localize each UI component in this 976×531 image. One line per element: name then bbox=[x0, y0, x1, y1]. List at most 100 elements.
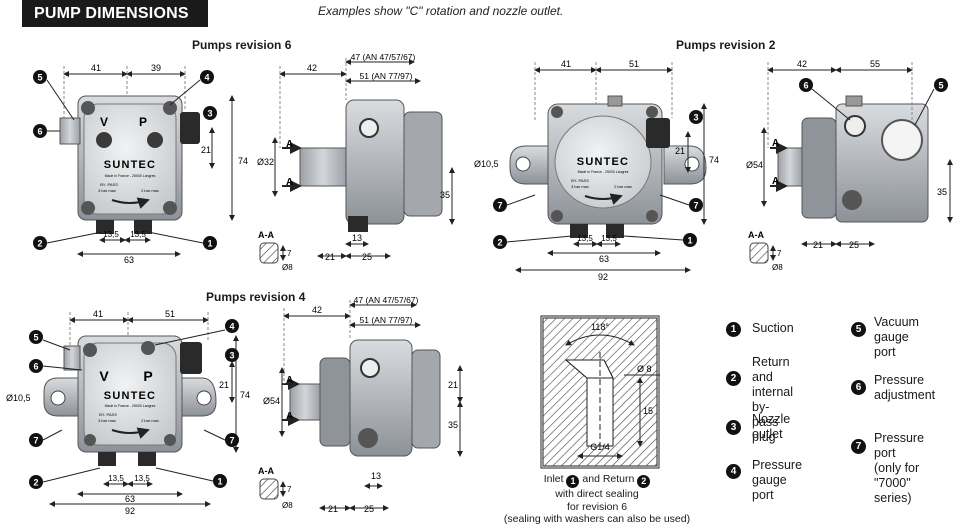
rev6-right-bar: 2 bar max bbox=[141, 188, 159, 193]
rev6-dim-21: 21 bbox=[201, 145, 211, 155]
rev4-left-bar: 3 bar max bbox=[98, 418, 116, 423]
section-title-rev6: Pumps revision 6 bbox=[192, 38, 292, 52]
rev2-aa-d8: Ø8 bbox=[772, 263, 783, 272]
rev4-aa-label: A-A bbox=[258, 466, 274, 476]
rev6-arrow-a1: A bbox=[286, 139, 293, 150]
rev2-side-25: 25 bbox=[849, 240, 859, 250]
rev6-side-51: 51 (AN 77/97) bbox=[360, 71, 413, 81]
rev4-dim-51: 51 bbox=[165, 309, 175, 319]
rev6-side-35: 35 bbox=[440, 190, 450, 200]
rev2-side-21: 21 bbox=[813, 240, 823, 250]
rev6-callouts: 5 6 4 3 2 1 bbox=[33, 70, 217, 250]
rev6-dim-41: 41 bbox=[91, 63, 101, 73]
svg-text:6: 6 bbox=[803, 81, 808, 91]
svg-text:5: 5 bbox=[33, 333, 38, 343]
svg-text:7: 7 bbox=[693, 201, 698, 211]
svg-text:6: 6 bbox=[33, 362, 38, 372]
rev6-dim-135b: 13,5 bbox=[130, 230, 146, 239]
rev4-side-25: 25 bbox=[364, 504, 374, 514]
rev2-bypass: BY- PASS bbox=[571, 178, 589, 183]
page-title: PUMP DIMENSIONS bbox=[22, 0, 208, 27]
rev6-aa-label: A-A bbox=[258, 230, 274, 240]
legend-text-nozzle: Nozzle outlet bbox=[752, 412, 791, 441]
legend-number-1: 1 bbox=[726, 322, 741, 337]
rev4-side-47: 47 (AN 47/57/67) bbox=[354, 295, 419, 305]
rev4-arrow-a1: A bbox=[286, 375, 293, 386]
rev2-dim-51: 51 bbox=[629, 59, 639, 69]
inlet-note-line2: with direct sealing bbox=[555, 488, 639, 500]
legend-number-2: 2 bbox=[726, 371, 741, 386]
rev6-dim-74: 74 bbox=[238, 156, 248, 166]
svg-text:5: 5 bbox=[938, 81, 943, 91]
rev2-side-callouts: 6 5 bbox=[799, 78, 948, 126]
rev4-right-bar: 2 bar max bbox=[141, 418, 159, 423]
rev2-callouts: 3 7 7 2 1 bbox=[493, 110, 703, 249]
rev6-dim-63: 63 bbox=[124, 255, 134, 265]
rev6-side-47: 47 (AN 47/57/67) bbox=[351, 52, 416, 62]
legend-number-6: 6 bbox=[851, 380, 866, 395]
inlet-note-pre: Inlet bbox=[543, 473, 564, 485]
svg-text:2: 2 bbox=[497, 238, 502, 248]
section-title-rev2: Pumps revision 2 bbox=[676, 38, 776, 52]
inlet-note-line4: (sealing with washers can also be used) bbox=[503, 513, 691, 525]
rev4-dim-135a: 13,5 bbox=[108, 474, 124, 483]
return-number-icon: 2 bbox=[637, 475, 651, 488]
rev6-aa-d8: Ø8 bbox=[282, 263, 293, 272]
rev2-side-d54: Ø54 bbox=[746, 160, 763, 170]
rev2-dim-135b: 13,5 bbox=[601, 234, 617, 243]
svg-text:4: 4 bbox=[229, 322, 234, 332]
rev6-v-label: V bbox=[100, 115, 108, 129]
rev4-brand: SUNTEC bbox=[104, 390, 156, 402]
rev2-front-view: SUNTEC Made in France - 25000 Langres BY… bbox=[474, 59, 719, 282]
rev2-side-35: 35 bbox=[937, 187, 947, 197]
svg-text:4: 4 bbox=[204, 73, 209, 83]
rev2-right-bar: 2 bar max bbox=[614, 184, 632, 189]
rev2-made-in: Made in France - 25000 Langres bbox=[578, 170, 629, 174]
svg-text:3: 3 bbox=[693, 113, 698, 123]
rev6-brand: SUNTEC bbox=[104, 159, 156, 171]
legend-text-return: Return and internal by-pass plug bbox=[752, 355, 793, 444]
rev4-dim-21: 21 bbox=[219, 380, 229, 390]
legend-number-3: 3 bbox=[726, 420, 741, 435]
rev2-dim-92: 92 bbox=[598, 272, 608, 282]
legend-text-vacuum: Vacuum gauge port bbox=[874, 315, 919, 359]
rev4-side-42: 42 bbox=[312, 305, 322, 315]
port-d8: Ø 8 bbox=[637, 364, 652, 374]
rev6-front-view: V P SUNTEC Made in France - 25000 Langre… bbox=[59, 63, 248, 265]
rev2-left-bar: 3 bar max bbox=[571, 184, 589, 189]
svg-text:5: 5 bbox=[37, 73, 42, 83]
rev6-arrow-a2: A bbox=[286, 177, 293, 188]
svg-text:7: 7 bbox=[497, 201, 502, 211]
rev2-brand: SUNTEC bbox=[577, 156, 629, 168]
rev6-side-d32: Ø32 bbox=[257, 157, 274, 167]
header-note: Examples show "C" rotation and nozzle ou… bbox=[318, 4, 564, 18]
rev4-side-view: A A 42 47 (AN 47/57/67) 51 (AN 77/97) Ø5… bbox=[258, 295, 463, 514]
rev2-arrow-a1: A bbox=[772, 138, 779, 149]
legend-text-gauge: Pressure gauge port bbox=[752, 458, 803, 502]
svg-text:3: 3 bbox=[207, 109, 212, 119]
rev4-side-13: 13 bbox=[371, 471, 381, 481]
rev4-side-21: 21 bbox=[448, 380, 458, 390]
svg-text:1: 1 bbox=[217, 477, 222, 487]
port-detail-section: 118° Ø 8 15 G1/4 bbox=[540, 315, 660, 469]
rev6-side-view: A A 42 47 (AN 47/57/67) 51 (AN 77/97) Ø3… bbox=[257, 52, 455, 272]
port-thread: G1/4 bbox=[590, 442, 610, 452]
rev4-callouts: 5 6 4 3 7 7 2 1 bbox=[29, 319, 239, 489]
section-title-rev4: Pumps revision 4 bbox=[206, 290, 306, 304]
rev2-dim-41: 41 bbox=[561, 59, 571, 69]
rev6-side-13: 13 bbox=[352, 233, 362, 243]
rev2-aa-label: A-A bbox=[748, 230, 764, 240]
rev2-dim-21: 21 bbox=[675, 146, 685, 156]
rev2-aa-7: 7 bbox=[777, 249, 782, 258]
rev4-dim-92: 92 bbox=[125, 506, 135, 516]
rev4-dim-135b: 13,5 bbox=[134, 474, 150, 483]
svg-text:2: 2 bbox=[37, 239, 42, 249]
rev2-side-42: 42 bbox=[797, 59, 807, 69]
legend-number-7: 7 bbox=[851, 439, 866, 454]
rev4-dim-d105: Ø10,5 bbox=[6, 393, 31, 403]
rev6-bypass: BY- PASS bbox=[100, 182, 118, 187]
rev2-side-55: 55 bbox=[870, 59, 880, 69]
rev4-v-label: V bbox=[99, 368, 109, 384]
svg-text:7: 7 bbox=[229, 436, 234, 446]
